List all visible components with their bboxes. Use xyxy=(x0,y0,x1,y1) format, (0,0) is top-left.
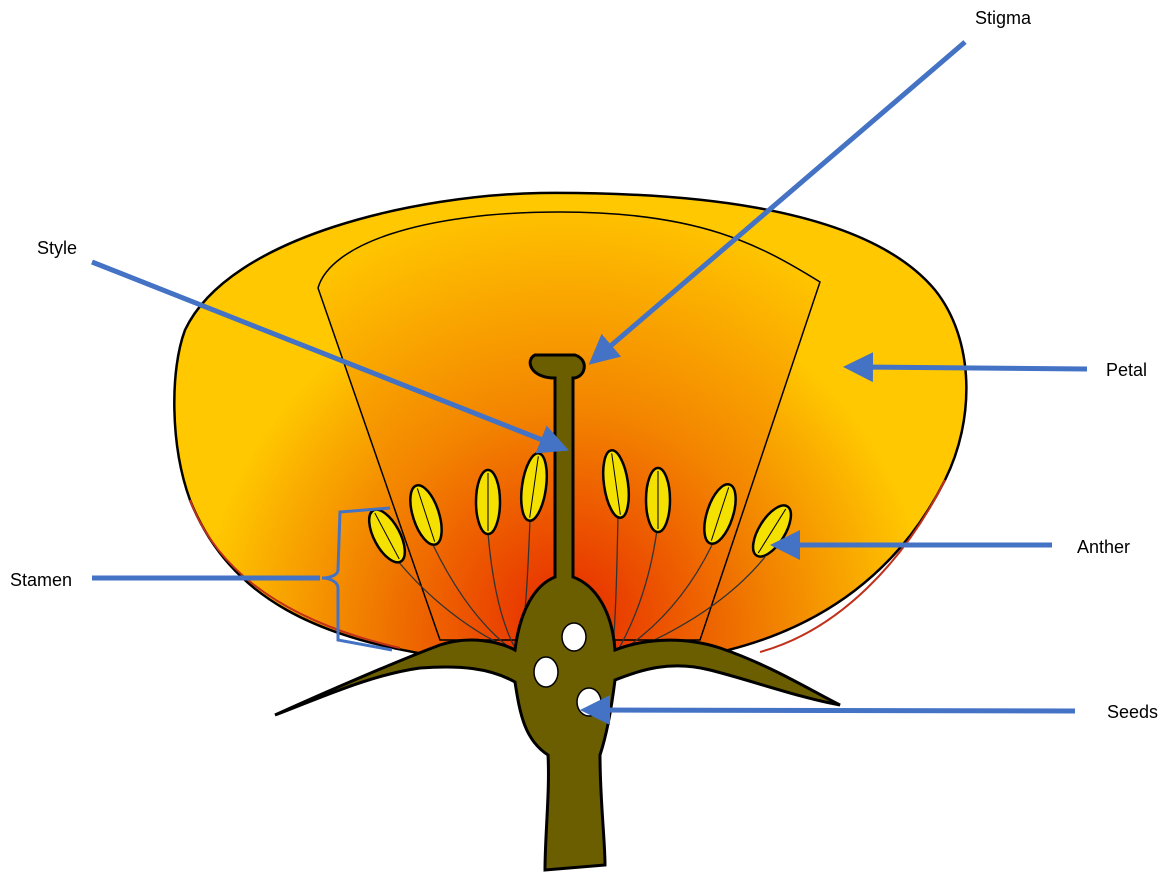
petal-arrow xyxy=(858,367,1087,369)
label-stamen: Stamen xyxy=(10,570,72,590)
seed xyxy=(562,623,586,651)
label-stigma: Stigma xyxy=(975,8,1032,28)
label-anther: Anther xyxy=(1077,537,1130,557)
label-style: Style xyxy=(37,238,77,258)
label-petal: Petal xyxy=(1106,360,1147,380)
seeds-arrow xyxy=(595,710,1075,711)
label-seeds: Seeds xyxy=(1107,702,1158,722)
seed xyxy=(534,657,558,687)
